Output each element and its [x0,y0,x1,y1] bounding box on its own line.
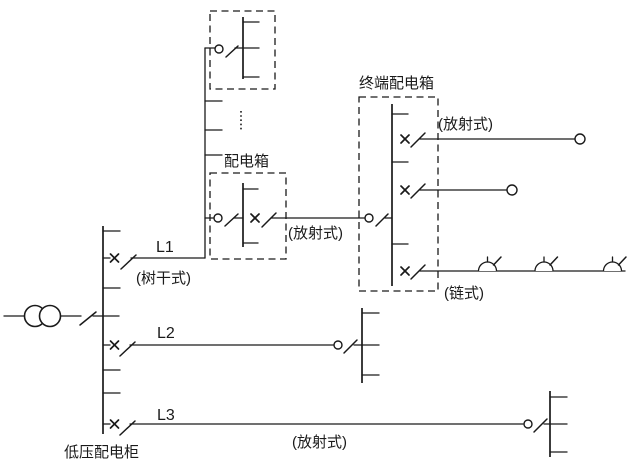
load-connection-circle [506,184,518,196]
lamp-icon [534,256,559,272]
feeder-l3-label: L3 [157,407,175,424]
distribution-box-ticks [242,188,259,244]
circle-slash-connector-icon [204,44,244,58]
l2-end-busbar-ticks [361,312,380,376]
terminal-chain-mode-label: (链式) [444,285,484,302]
feeder-l3-mode-label: (放射式) [292,434,347,451]
upper-box-outline [209,10,276,90]
terminal-distribution-box [358,96,439,292]
feeder-l2 [102,308,380,383]
terminal-box-ticks [391,113,409,245]
circle-slash-connector-icon [523,418,551,433]
feeder-l1-mode-label: (树干式) [136,270,191,287]
lamp-icon [477,256,502,272]
breaker-x-slash-icon [400,264,426,280]
l3-end-busbar-ticks [549,396,568,453]
lv-cabinet-label: 低压配电柜 [64,444,139,461]
breaker-x-slash-icon [250,212,277,228]
breaker-x-slash-icon [400,183,426,199]
terminal-box-label: 终端配电箱 [359,75,434,92]
feeder-l1 [102,47,223,270]
lamp-icon [602,256,627,272]
lv-busbar-ticks [102,230,121,394]
circle-slash-connector-icon [204,213,244,227]
circle-slash-connector-icon [364,213,393,227]
terminal-radial-circuit-1 [419,133,586,145]
load-connection-circle [574,133,586,145]
distribution-box-label: 配电箱 [224,153,269,170]
feeder-l2-label: L2 [157,325,175,342]
terminal-chain-circuit [419,256,627,272]
feeder-l3 [102,391,568,457]
terminal-box-outline [358,96,439,292]
breaker-x-slash-icon [102,253,137,270]
terminal-radial-mode-label: (放射式) [438,116,493,133]
distribution-box-outline [209,172,287,260]
breaker-x-slash-icon [400,132,426,148]
distribution-box [204,172,287,260]
breaker-x-slash-icon [102,419,136,436]
upper-distribution-box [204,10,276,90]
transformer-icon [3,304,82,328]
breaker-x-slash-icon [102,340,136,357]
distribution-box-mode-label: (放射式) [288,225,343,242]
lv-cabinet-busbar [102,226,121,434]
circle-slash-connector-icon [333,339,363,354]
upper-box-ticks [242,21,260,78]
trunk-tap-ticks [204,100,223,156]
feeder-l1-label: L1 [156,239,174,256]
incoming-isolator-slash-icon [79,311,104,326]
terminal-radial-circuit-2 [419,184,518,196]
